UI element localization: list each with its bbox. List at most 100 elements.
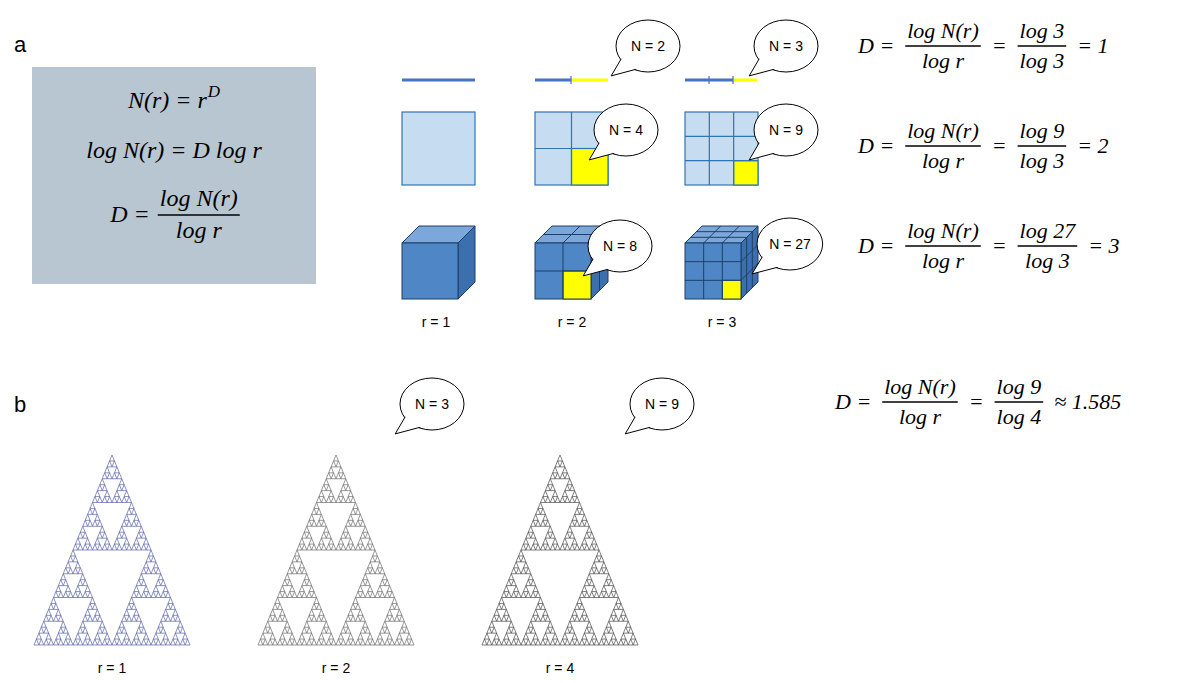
sub-triangle — [555, 639, 560, 645]
sub-triangle — [185, 639, 190, 645]
sub-triangle — [560, 497, 565, 503]
sub-triangle — [105, 467, 110, 473]
sub-triangle — [570, 520, 575, 526]
highlight-cell — [722, 280, 741, 299]
sub-triangle — [506, 592, 511, 598]
sub-triangle — [599, 568, 604, 574]
sub-triangle — [336, 473, 341, 479]
sub-triangle — [521, 568, 526, 574]
bubble-fill — [589, 221, 651, 271]
sub-triangle — [151, 568, 156, 574]
sub-triangle — [161, 615, 166, 621]
sub-triangle — [489, 621, 494, 627]
sub-triangle — [523, 633, 528, 639]
sub-triangle — [166, 615, 171, 621]
sub-triangle — [173, 609, 178, 615]
sub-triangle — [509, 621, 514, 627]
sub-triangle — [370, 639, 375, 645]
sub-triangle — [543, 491, 548, 497]
sub-triangle — [336, 544, 341, 550]
sub-triangle — [326, 544, 331, 550]
sub-triangle — [278, 603, 283, 609]
sub-triangle — [163, 633, 168, 639]
sub-triangle — [348, 491, 353, 497]
sub-triangle — [88, 603, 93, 609]
sub-triangle — [356, 615, 361, 621]
sub-triangle — [536, 520, 541, 526]
fraction-bar — [1018, 145, 1067, 146]
grid-line — [685, 261, 741, 262]
sub-triangle — [502, 603, 507, 609]
sub-triangle — [543, 609, 548, 615]
sub-triangle — [570, 627, 575, 633]
sub-triangle — [134, 586, 139, 592]
sub-triangle — [346, 497, 351, 503]
sub-triangle — [309, 633, 314, 639]
sub-triangle — [56, 586, 61, 592]
sub-triangle — [114, 491, 119, 497]
formula-term: log N(r) — [160, 185, 238, 213]
bubble-fill — [755, 105, 817, 155]
sub-triangle — [54, 592, 59, 598]
sub-triangle — [54, 615, 59, 621]
sub-triangle — [521, 639, 526, 645]
sub-triangle — [107, 544, 112, 550]
sub-triangle — [127, 520, 132, 526]
sub-triangle — [599, 639, 604, 645]
sub-triangle — [592, 562, 597, 568]
sub-triangle — [97, 520, 102, 526]
sub-triangle — [567, 526, 572, 532]
sub-triangle — [358, 538, 363, 544]
sub-triangle — [127, 508, 132, 514]
sub-triangle — [136, 639, 141, 645]
sub-triangle — [601, 586, 606, 592]
sub-triangle — [312, 592, 317, 598]
sub-triangle — [161, 627, 166, 633]
sub-triangle — [132, 639, 137, 645]
sub-triangle — [492, 627, 497, 633]
fraction-denominator: log 3 — [1020, 48, 1065, 73]
sub-triangle — [119, 479, 124, 485]
speech-bubble: N = 3 — [753, 19, 819, 73]
sub-triangle — [122, 485, 127, 491]
sub-triangle — [46, 633, 51, 639]
sub-triangle — [258, 639, 263, 645]
sub-triangle — [597, 550, 602, 556]
sub-triangle — [268, 615, 273, 621]
sub-triangle — [302, 627, 307, 633]
cube-front — [535, 243, 591, 299]
bubble-fill — [617, 21, 679, 71]
sub-triangle — [307, 627, 312, 633]
sub-triangle — [601, 562, 606, 568]
sub-triangle — [80, 621, 85, 627]
sub-triangle — [536, 508, 541, 514]
sub-triangle — [141, 544, 146, 550]
sub-triangle — [346, 627, 351, 633]
sub-triangle — [58, 580, 63, 586]
sub-triangle — [278, 639, 283, 645]
sub-triangle — [580, 639, 585, 645]
sub-triangle — [360, 615, 365, 621]
bubble-fill — [758, 219, 822, 269]
sub-triangle — [380, 580, 385, 586]
sub-triangle — [409, 639, 414, 645]
sub-triangle — [365, 627, 370, 633]
sub-triangle — [526, 592, 531, 598]
sub-triangle — [375, 568, 380, 574]
highlight-cell — [734, 161, 758, 185]
sub-triangle — [146, 544, 151, 550]
sub-triangle — [102, 497, 107, 503]
bubble-fill — [631, 379, 693, 429]
sub-triangle — [536, 615, 541, 621]
grid-square — [402, 112, 475, 185]
line-segment — [733, 79, 757, 82]
sub-triangle — [183, 633, 188, 639]
formula-term: N(r) = r — [128, 87, 207, 115]
sub-triangle — [326, 497, 331, 503]
sub-triangle — [83, 520, 88, 526]
sub-triangle — [73, 544, 78, 550]
formula-box: N(r) = rDlog N(r) = D log rD =log N(r)lo… — [32, 67, 316, 284]
sub-triangle — [326, 627, 331, 633]
sub-triangle — [487, 627, 492, 633]
sub-triangle — [102, 485, 107, 491]
